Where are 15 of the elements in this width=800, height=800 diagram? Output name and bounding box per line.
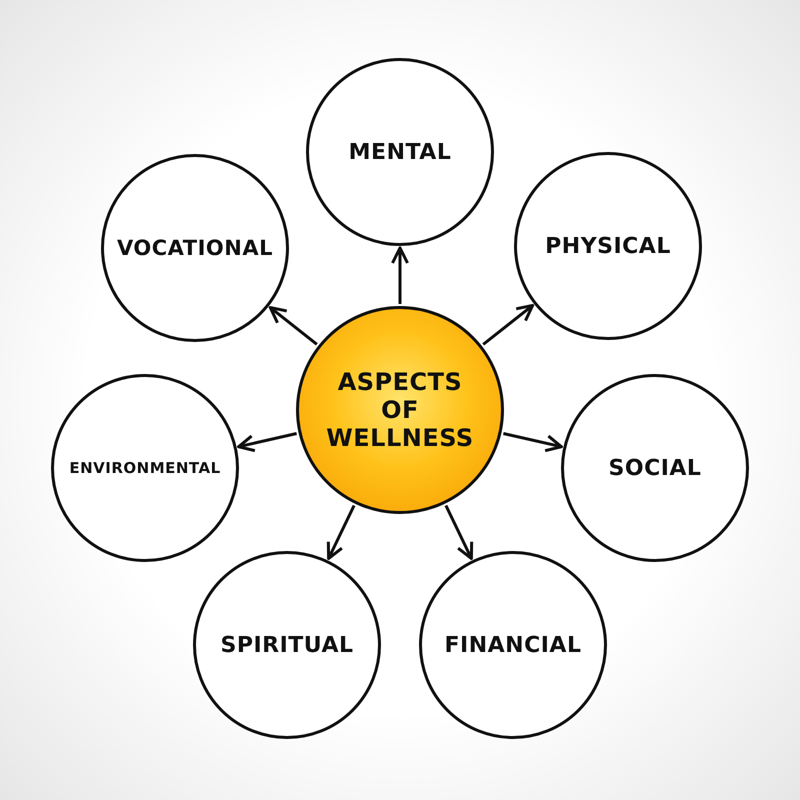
node-label: MENTAL xyxy=(348,140,452,164)
node-label: ASPECTS OF WELLNESS xyxy=(325,368,475,452)
node-label: SPIRITUAL xyxy=(220,632,354,658)
arrow xyxy=(482,304,534,346)
arrow xyxy=(326,504,356,560)
arrow xyxy=(391,246,409,304)
arrow xyxy=(237,432,297,452)
node-label: FINANCIAL xyxy=(444,632,582,658)
arrow xyxy=(268,306,318,346)
arrow xyxy=(503,432,563,452)
arrow xyxy=(444,504,474,560)
node-label: SOCIAL xyxy=(608,456,702,480)
node-label: PHYSICAL xyxy=(545,234,671,258)
node-label: ENVIRONMENTAL xyxy=(69,459,221,477)
node-label: VOCATIONAL xyxy=(117,236,273,260)
